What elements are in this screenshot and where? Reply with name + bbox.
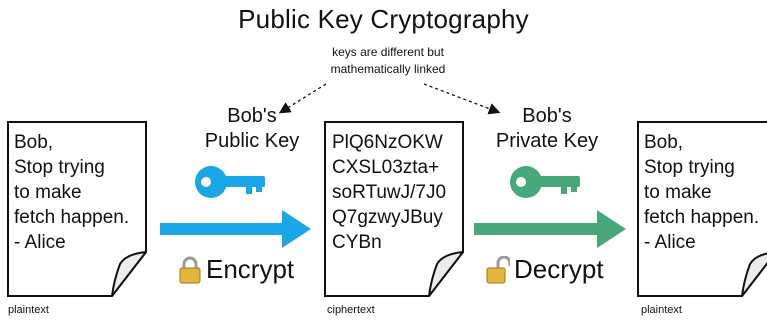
private-key-label-line: Bob's xyxy=(522,105,572,127)
key-icon xyxy=(195,166,265,198)
message-line: to make xyxy=(14,182,82,203)
encrypt-step: Encrypt xyxy=(178,254,294,285)
dashed-arrow-to-public-key xyxy=(278,83,327,114)
plaintext-caption: plaintext xyxy=(8,304,49,316)
cipher-line: CXSL03zta+ xyxy=(332,157,440,178)
key-icon xyxy=(510,166,580,198)
decrypt-step: Decrypt xyxy=(486,254,604,285)
cipher-line: PlQ6NzOKW xyxy=(332,132,443,153)
public-key-label-line: Bob's xyxy=(227,105,277,127)
cipher-line: Q7gzwyJBuy xyxy=(332,207,443,228)
message-line: fetch happen. xyxy=(644,207,760,228)
ciphertext-caption: ciphertext xyxy=(327,304,375,316)
note-line: mathematically linked xyxy=(330,62,446,76)
message-line: to make xyxy=(644,182,712,203)
encrypt-arrow xyxy=(160,210,311,248)
ciphertext-document xyxy=(324,121,464,297)
keys-linked-note: keys are different but mathematically li… xyxy=(283,44,493,78)
message-line: Stop trying xyxy=(14,157,105,178)
ciphertext-message: PlQ6NzOKW CXSL03zta+ soRTuwJ/7J0 Q7gzwyJ… xyxy=(332,130,446,255)
cipher-line: soRTuwJ/7J0 xyxy=(332,182,447,203)
cipher-line: CYBn xyxy=(332,232,382,253)
message-line: - Alice xyxy=(644,232,696,253)
decrypt-arrow xyxy=(474,210,626,248)
encrypt-label: Encrypt xyxy=(206,254,295,284)
message-line: Bob, xyxy=(14,132,54,153)
message-line: Bob, xyxy=(644,132,684,153)
private-key-label: Bob's Private Key xyxy=(467,104,627,154)
diagram-title: Public Key Cryptography xyxy=(238,4,529,34)
decrypted-message: Bob, Stop trying to make fetch happen. -… xyxy=(644,130,759,255)
lock-closed-icon xyxy=(179,256,201,283)
decrypted-plaintext-document xyxy=(637,121,767,297)
plaintext-caption: plaintext xyxy=(641,304,682,316)
dashed-arrow-to-private-key xyxy=(423,83,501,115)
message-line: fetch happen. xyxy=(14,207,130,228)
plaintext-document xyxy=(7,121,147,297)
plaintext-message: Bob, Stop trying to make fetch happen. -… xyxy=(14,130,129,255)
note-line: keys are different but xyxy=(332,45,444,59)
message-line: - Alice xyxy=(14,232,66,253)
private-key-label-line: Private Key xyxy=(495,130,599,152)
public-key-label: Bob's Public Key xyxy=(172,104,332,154)
decrypt-label: Decrypt xyxy=(514,254,604,284)
message-line: Stop trying xyxy=(644,157,735,178)
lock-open-icon xyxy=(486,255,510,283)
public-key-label-line: Public Key xyxy=(204,130,300,152)
